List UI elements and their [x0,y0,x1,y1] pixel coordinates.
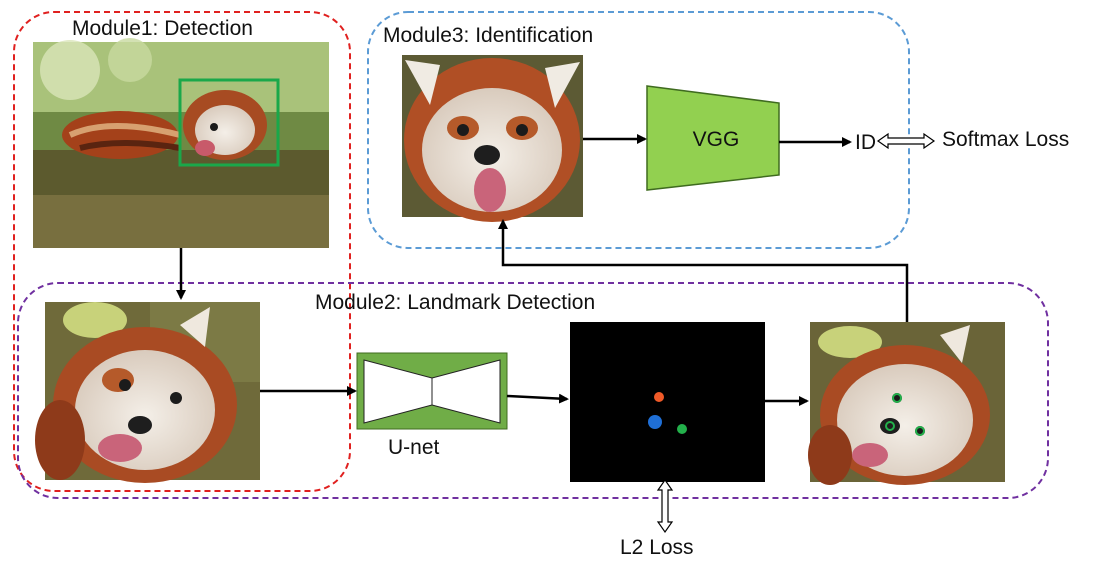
vgg-block: VGG [646,85,780,191]
id-softmax-double-arrow [876,132,936,150]
red-panda-face-crop-photo [35,302,260,483]
detection-bounding-box [178,78,280,167]
module3-title: Module3: Identification [383,24,594,47]
red-panda-face-photo [402,55,583,222]
module2-landmark-frame [17,282,1049,499]
arrow-landmarks-to-identification [498,219,909,322]
module3-identification-frame [367,11,910,249]
l2-loss-label: L2 Loss [620,536,694,559]
softmax-loss-label: Softmax Loss [942,128,1070,151]
arrow-unet-to-heatmap [506,393,569,404]
unet-block [356,352,508,430]
unet-label: U-net [388,436,440,459]
l2-loss-double-arrow [656,478,674,534]
red-panda-face-with-landmarks-photo [808,322,1005,485]
id-label: ID [855,131,876,154]
module1-title: Module1: Detection [72,17,253,40]
landmark-green-dot [677,424,687,434]
landmark-red-dot [654,392,664,402]
vgg-label: VGG [693,128,740,151]
landmark-blue-dot [648,415,662,429]
landmark-heatmap [570,322,765,482]
module2-title: Module2: Landmark Detection [315,291,596,314]
red-panda-on-branch-photo [33,38,329,248]
